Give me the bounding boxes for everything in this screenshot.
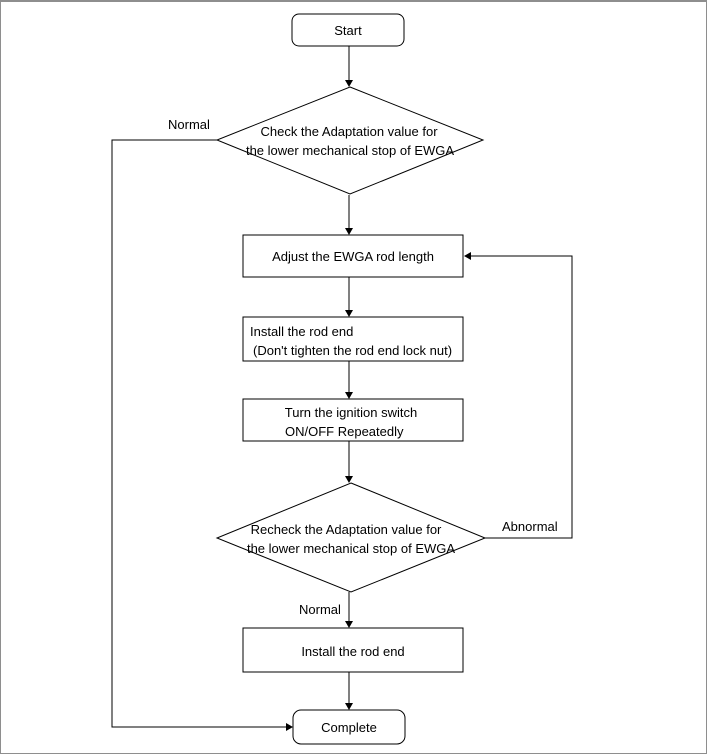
recheck-decision: Recheck the Adaptation value for the low…	[215, 482, 487, 593]
connector-abnormal-loop	[471, 255, 573, 539]
branch-labels: Normal Abnormal Normal	[168, 117, 558, 617]
arrowhead-install-note	[345, 310, 353, 317]
check-label-line1: Check the Adaptation value for	[260, 124, 438, 139]
normal-label-bottom: Normal	[299, 602, 341, 617]
start-terminator	[291, 13, 405, 47]
arrowhead-install-rod-end	[345, 621, 353, 628]
arrowhead-turn-ignition	[345, 392, 353, 399]
install-rod-end-note-line1: Install the rod end	[250, 324, 353, 339]
recheck-label-line2: the lower mechanical stop of EWGA	[247, 541, 455, 556]
check-label-line2: the lower mechanical stop of EWGA	[246, 143, 454, 158]
check-diamond	[215, 86, 485, 195]
connectors	[111, 46, 573, 731]
complete-node: Complete	[292, 709, 406, 745]
arrowhead-adjust	[345, 228, 353, 235]
arrowhead-recheck	[345, 476, 353, 483]
turn-ignition-box	[242, 398, 464, 442]
connector-normal-bypass	[111, 139, 286, 728]
arrowhead-abnormal-loop	[464, 252, 471, 260]
arrowhead-complete	[345, 703, 353, 710]
adjust-label: Adjust the EWGA rod length	[272, 249, 434, 264]
abnormal-label: Abnormal	[502, 519, 558, 534]
recheck-diamond	[215, 482, 487, 593]
start-label: Start	[334, 23, 362, 38]
turn-ignition-step: Turn the ignition switch ON/OFF Repeated…	[242, 398, 464, 442]
turn-ignition-line2: ON/OFF Repeatedly	[285, 424, 404, 439]
install-rod-end-note-line2: (Don't tighten the rod end lock nut)	[253, 343, 452, 358]
install-rod-end-box	[242, 627, 464, 673]
install-rod-end-note-box	[242, 316, 464, 362]
install-rod-end-label: Install the rod end	[301, 644, 404, 659]
turn-ignition-line1: Turn the ignition switch	[285, 405, 417, 420]
check-decision: Check the Adaptation value for the lower…	[215, 86, 485, 195]
start-node: Start	[291, 13, 405, 47]
arrowhead-normal-bypass	[286, 723, 293, 731]
complete-terminator	[292, 709, 406, 745]
adjust-step: Adjust the EWGA rod length	[242, 234, 464, 278]
adjust-box	[242, 234, 464, 278]
install-rod-end-note-step: Install the rod end (Don't tighten the r…	[242, 316, 464, 362]
normal-label-top: Normal	[168, 117, 210, 132]
install-rod-end-step: Install the rod end	[242, 627, 464, 673]
recheck-label-line1: Recheck the Adaptation value for	[251, 522, 442, 537]
complete-label: Complete	[321, 720, 377, 735]
arrowhead-check	[345, 80, 353, 87]
